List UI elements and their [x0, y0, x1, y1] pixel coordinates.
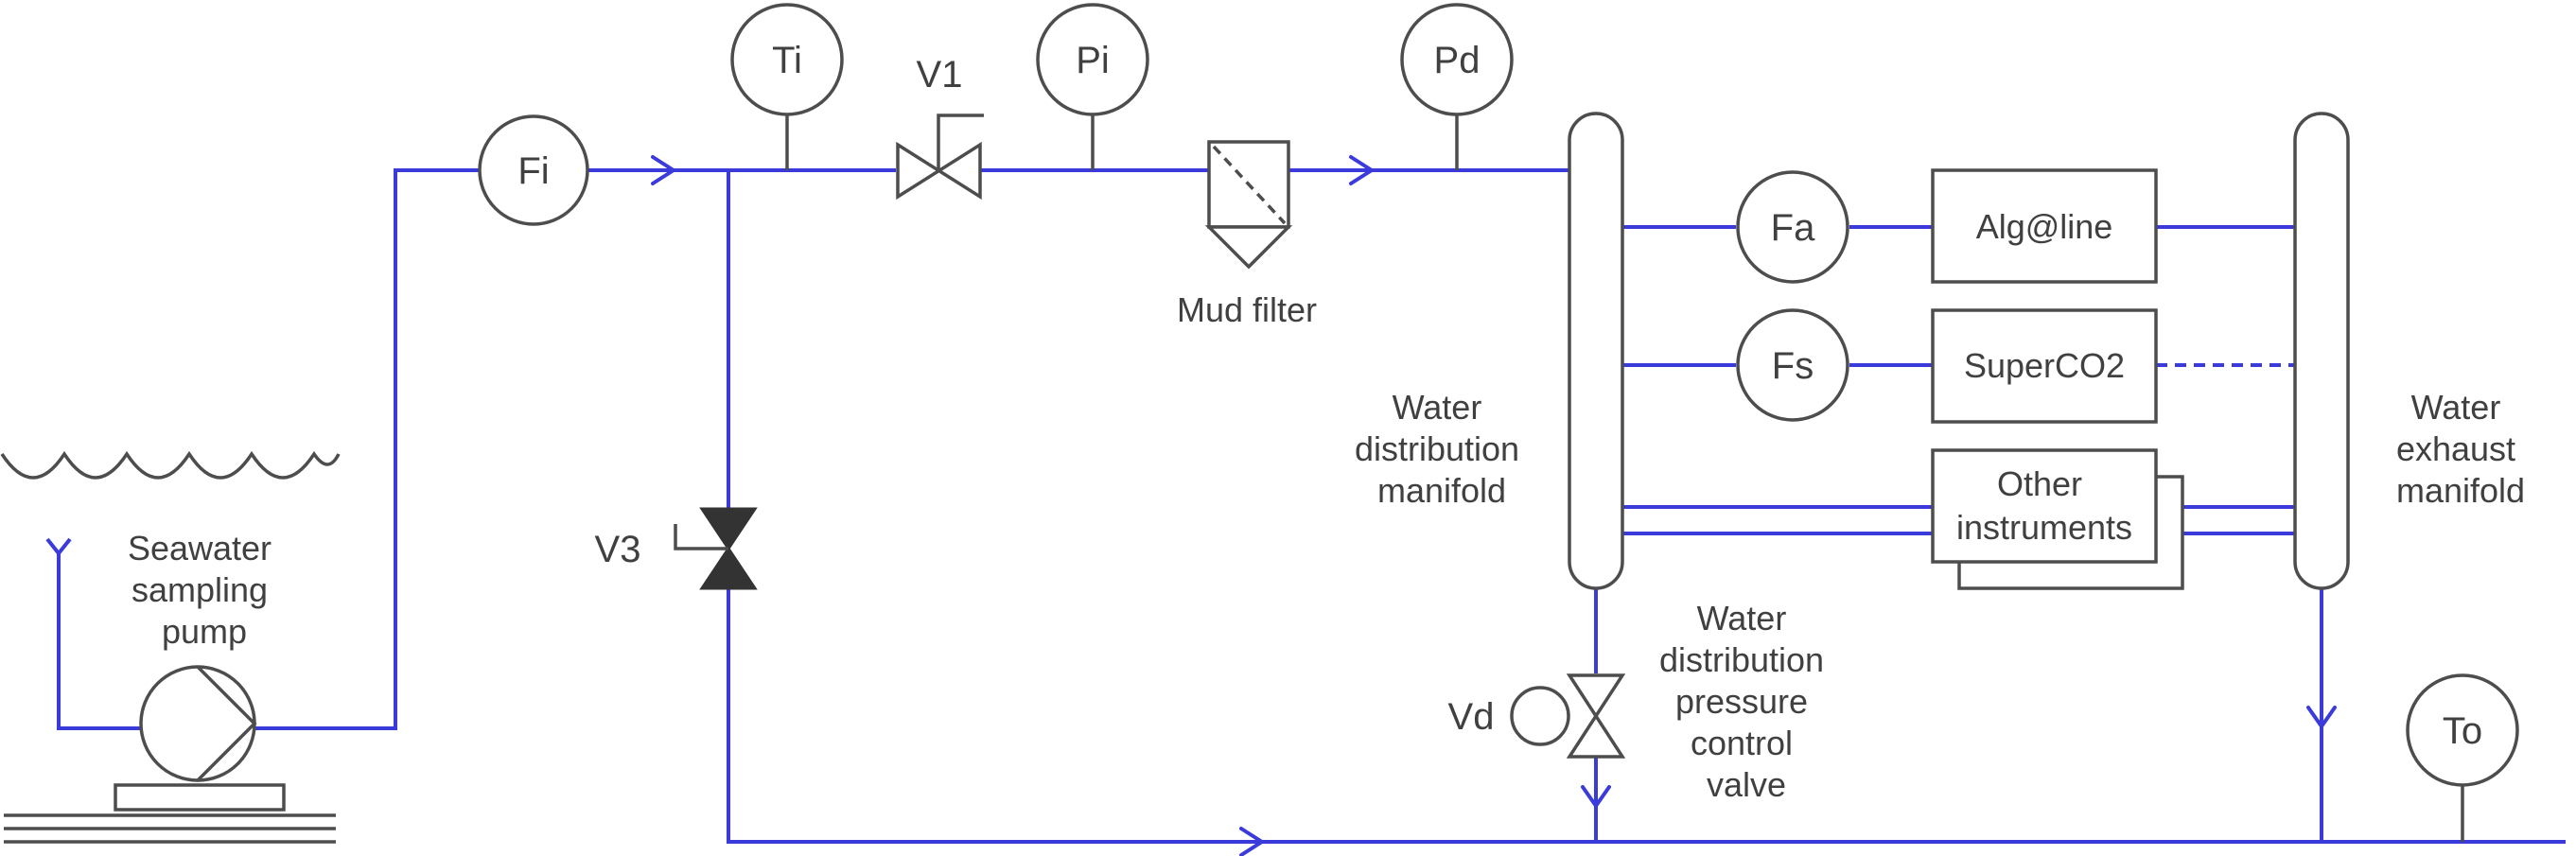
sampling-pump: [139, 665, 257, 782]
fs-instrument[interactable]: [1736, 308, 1849, 422]
bypass-line-lower: [727, 588, 2566, 844]
algaline-label: Alg@line: [1976, 207, 2113, 246]
fs-label: Fs: [1772, 345, 1814, 387]
v1-valve-icon: [896, 141, 982, 201]
flow-arrow-bottom: [1239, 827, 1264, 856]
pump-outlet-pipe: [254, 168, 480, 730]
pd-label: Pd: [1434, 40, 1481, 81]
pump-icon: [139, 665, 256, 782]
fi-label: Fi: [517, 150, 549, 192]
other-instruments-front: [1931, 448, 2158, 564]
algaline-box[interactable]: Alg@line: [1931, 168, 2158, 284]
other-instruments-label: Other instruments: [1956, 464, 2132, 547]
v3-label: V3: [595, 529, 641, 570]
pump-chevron: [196, 665, 257, 782]
exhaust-manifold-label: Water exhaust manifold: [2396, 388, 2525, 510]
superco2-label: SuperCO2: [1964, 346, 2125, 385]
v3-actuator: [674, 524, 728, 550]
flow-arrow-exhaust: [2306, 706, 2337, 728]
pd-instrument[interactable]: [1400, 3, 1514, 116]
algaline-body: [1931, 168, 2158, 284]
exhaust-manifold[interactable]: [2293, 112, 2350, 590]
fa-label: Fa: [1771, 207, 1815, 249]
mud-filter-mesh: [1212, 145, 1287, 225]
pi-instrument[interactable]: [1036, 3, 1149, 116]
v1-label: V1: [917, 54, 963, 96]
ti-instrument[interactable]: [730, 3, 844, 116]
pipework: [45, 168, 2566, 844]
distribution-manifold[interactable]: [1568, 112, 1624, 590]
flow-arrows: [651, 155, 2337, 856]
mud-filter[interactable]: [1204, 140, 1293, 270]
fa-instrument[interactable]: [1736, 170, 1849, 284]
ground-base: [4, 783, 336, 844]
pressure-valve-label: Water distribution pressure control valv…: [1659, 599, 1833, 804]
pump-label: Seawater sampling pump: [128, 529, 281, 651]
to-label: To: [2443, 710, 2482, 752]
ti-label: Ti: [772, 40, 802, 81]
v1-valve[interactable]: [896, 114, 984, 201]
vd-actuator-icon: [1510, 686, 1570, 746]
superco2-box[interactable]: SuperCO2: [1931, 308, 2158, 424]
pump-inlet-pipe: [57, 550, 142, 730]
sea-surface: [0, 450, 341, 480]
fi-instrument[interactable]: [478, 114, 589, 226]
flow-arrow-main-1: [651, 155, 675, 185]
flow-arrow-drain: [1581, 785, 1611, 808]
pump-base-plate: [114, 783, 286, 812]
to-instrument[interactable]: [2406, 673, 2519, 787]
mud-filter-label: Mud filter: [1177, 290, 1317, 329]
vd-valve-icon: [1566, 673, 1626, 759]
superco2-body: [1931, 308, 2158, 424]
v1-actuator: [937, 114, 984, 170]
pi-label: Pi: [1076, 40, 1110, 81]
distribution-manifold-label: Water distribution manifold: [1355, 388, 1529, 510]
sea-wave-icon: [0, 450, 341, 480]
vd-label: Vd: [1448, 696, 1495, 738]
mud-filter-hopper: [1204, 225, 1293, 270]
v3-valve[interactable]: [674, 507, 758, 590]
flow-arrow-main-2: [1349, 155, 1374, 185]
pump-inlet-tip: [45, 537, 72, 557]
other-instruments-box[interactable]: Other instruments: [1931, 448, 2184, 590]
vd-valve[interactable]: [1510, 673, 1626, 759]
